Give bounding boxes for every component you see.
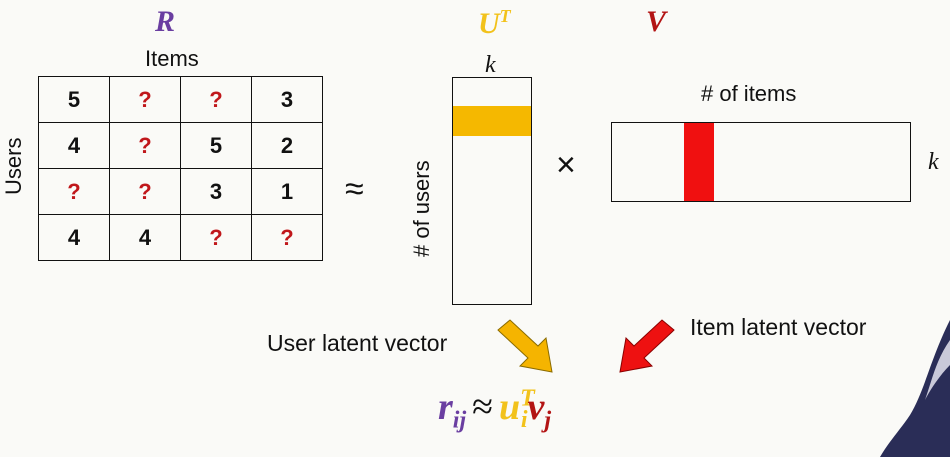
- matrix-cell: 4: [109, 214, 181, 261]
- formula-v: vj: [527, 385, 552, 434]
- num-users-label: # of users: [409, 160, 434, 257]
- ut-title-sup: T: [499, 6, 511, 26]
- matrix-cell: 5: [38, 76, 110, 123]
- arrow-down-left-icon: [619, 319, 675, 373]
- r-title: R: [155, 5, 176, 38]
- ut-title-main: U: [478, 7, 500, 40]
- users-header: Users: [1, 137, 26, 195]
- factorization-formula: rij≈uTivj: [438, 386, 551, 432]
- matrix-cell: ?: [251, 214, 323, 261]
- k-top-label: k: [485, 52, 496, 78]
- matrix-cell: ?: [180, 76, 252, 123]
- matrix-cell: 1: [251, 168, 323, 215]
- matrix-cell: 4: [38, 122, 110, 169]
- user-latent-vector-label: User latent vector: [267, 330, 448, 356]
- matrix-cell: 2: [251, 122, 323, 169]
- matrix-cell: 4: [38, 214, 110, 261]
- ut-title: UT: [478, 7, 511, 39]
- arrow-down-right-icon: [497, 319, 553, 373]
- user-matrix: [452, 77, 532, 305]
- v-title: V: [646, 5, 667, 38]
- matrix-row: 5??3: [38, 76, 323, 123]
- matrix-cell: 5: [180, 122, 252, 169]
- matrix-cell: ?: [109, 76, 181, 123]
- matrix-cell: ?: [109, 122, 181, 169]
- formula-r: rij: [438, 385, 467, 434]
- user-latent-row: [453, 106, 531, 136]
- times-symbol: ×: [556, 146, 576, 184]
- formula-approx: ≈: [472, 385, 493, 428]
- approx-symbol: ≈: [345, 170, 364, 208]
- matrix-cell: ?: [38, 168, 110, 215]
- items-header: Items: [145, 46, 199, 71]
- item-latent-vector-label: Item latent vector: [690, 314, 867, 340]
- num-items-label: # of items: [701, 81, 797, 106]
- matrix-cell: ?: [109, 168, 181, 215]
- item-latent-column: [684, 123, 714, 201]
- k-right-label: k: [928, 149, 939, 175]
- matrix-cell: 3: [180, 168, 252, 215]
- presenter-corner: [880, 320, 950, 457]
- matrix-cell: 3: [251, 76, 323, 123]
- formula-u: uTi: [499, 385, 535, 434]
- matrix-cell: ?: [180, 214, 252, 261]
- item-matrix: [611, 122, 911, 202]
